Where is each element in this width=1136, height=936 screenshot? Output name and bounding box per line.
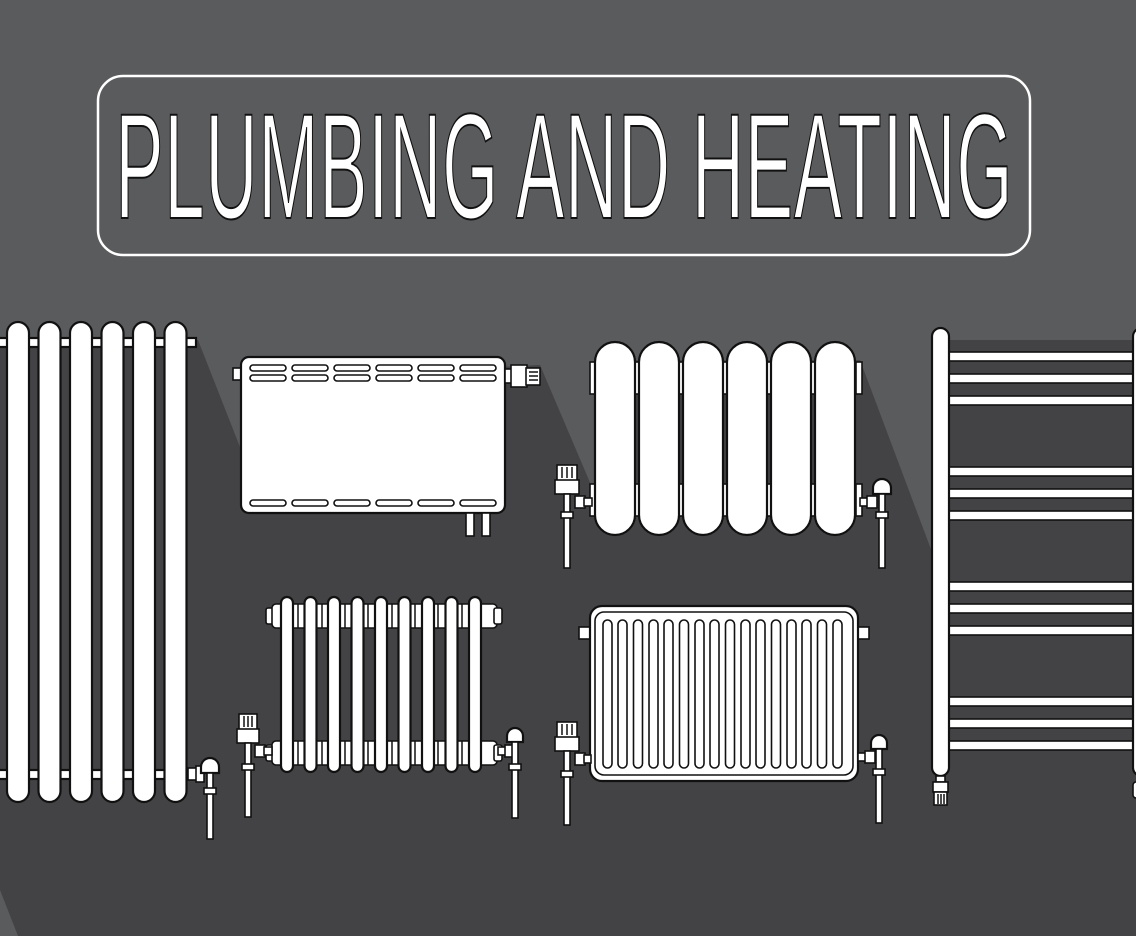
thermostatic-valve-left	[554, 721, 592, 826]
pipes	[465, 512, 491, 537]
lockshield-valve-right	[857, 733, 889, 824]
heating-element	[932, 775, 949, 806]
bottom-slots	[249, 499, 497, 507]
convector-radiator	[554, 604, 889, 826]
vertical-column-radiator	[0, 320, 221, 840]
towel-rail-radiator	[930, 326, 1136, 806]
sections	[593, 340, 857, 537]
columns	[279, 595, 483, 774]
thermostatic-valve	[504, 364, 541, 388]
cast-iron-column-radiator	[236, 595, 525, 819]
radiator-columns	[5, 320, 188, 804]
lockshield-valve-right	[497, 726, 525, 819]
top-slots	[249, 364, 497, 382]
lockshield-valve-right	[859, 477, 893, 569]
right-pole	[1131, 328, 1136, 776]
left-pole	[930, 326, 951, 778]
radiator-valve	[187, 756, 221, 840]
rounded-sectional-radiator	[554, 340, 893, 569]
fins	[602, 619, 843, 769]
shadow-edge	[0, 890, 18, 936]
thermostatic-valve-left	[236, 713, 273, 818]
title-frame	[96, 74, 1032, 257]
panel-radiator	[232, 355, 541, 537]
thermostatic-valve-left	[554, 464, 593, 569]
